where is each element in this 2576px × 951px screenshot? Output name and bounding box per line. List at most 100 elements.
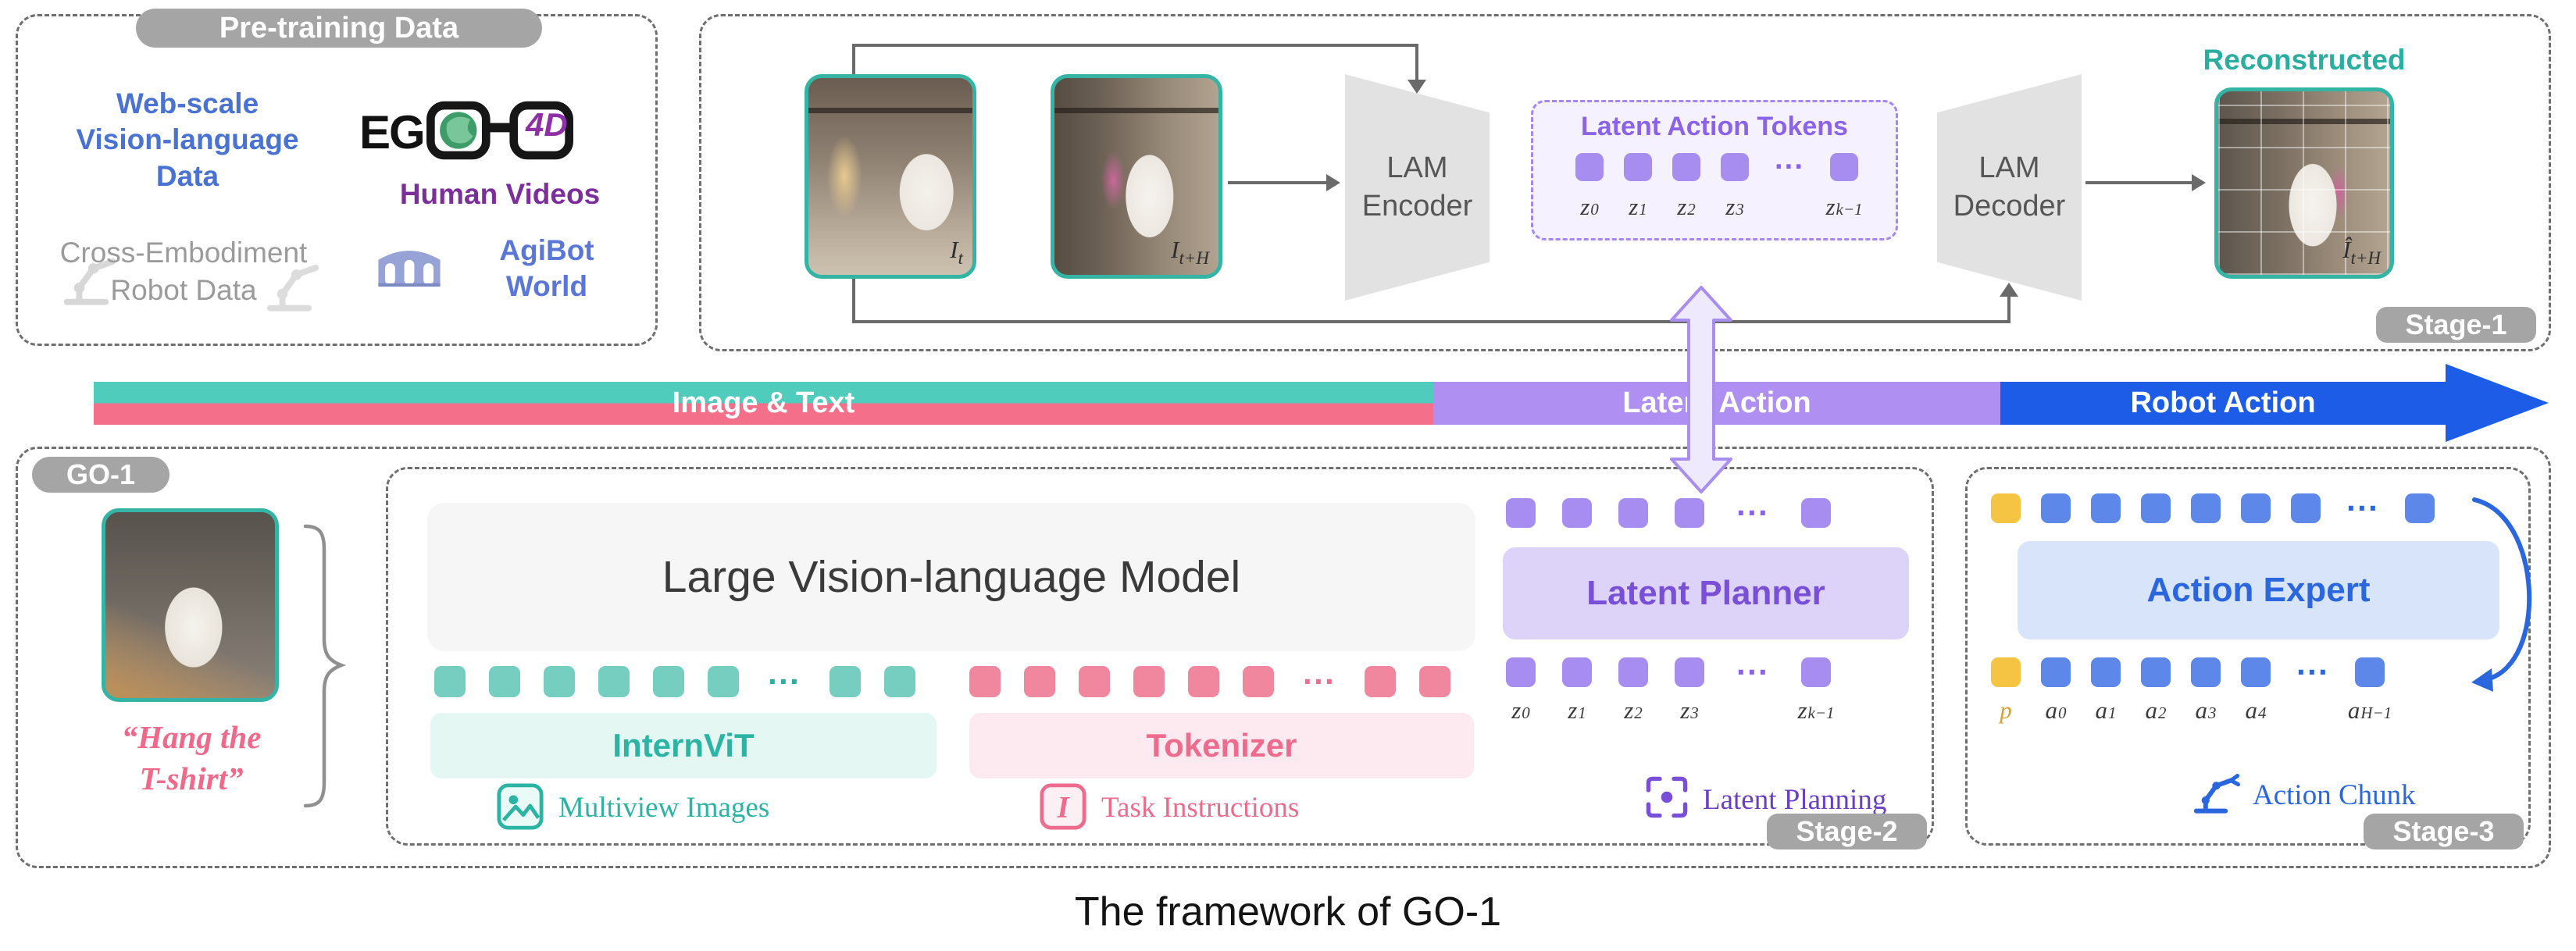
token-square	[2141, 657, 2171, 687]
action-expert-label: Action Expert	[2146, 571, 2371, 609]
token-square	[1672, 153, 1700, 181]
token-square	[2355, 657, 2385, 687]
connector-line	[2085, 181, 2195, 184]
band-image-text-label: Image & Text	[672, 386, 855, 419]
action-chunk-icon	[2193, 774, 2240, 814]
token-square	[1188, 666, 1219, 697]
go1-box: GO-1	[16, 447, 2551, 868]
arrow-frames-to-encoder	[1326, 174, 1340, 191]
ellipsis: ···	[1303, 663, 1336, 700]
ellipsis: ···	[2346, 490, 2379, 526]
connector-line	[1415, 44, 1418, 81]
cross-embodiment-label: Cross-Embodiment Robot Data	[59, 237, 308, 307]
latent-planning-label: Latent Planning	[1703, 784, 1887, 816]
tokenizer-label: Tokenizer	[1146, 727, 1297, 764]
connector-line	[852, 44, 855, 76]
ego4d-text-prefix: EG	[359, 106, 426, 158]
reconstructed-frame-image: Ît+H	[2214, 87, 2394, 279]
stage2-box: Stage-2	[386, 467, 1934, 849]
token-square	[2141, 493, 2171, 523]
go1-badge: GO-1	[32, 457, 169, 493]
task-instructions-icon: I	[1040, 783, 1086, 830]
figure-caption: The framework of GO-1	[1074, 889, 1502, 935]
token-square	[708, 666, 739, 697]
input-brace	[303, 524, 347, 808]
token-square	[1618, 657, 1648, 687]
band-robot-action: Robot Action	[2000, 382, 2446, 425]
latent-action-tokens-title: Latent Action Tokens	[1581, 112, 1848, 141]
pretraining-badge: Pre-training Data	[136, 9, 542, 48]
action-chunk-label: Action Chunk	[2253, 779, 2416, 811]
frame-image-t: It	[805, 74, 976, 279]
token-square	[1024, 666, 1055, 697]
pretraining-data-box: Pre-training Data	[16, 9, 658, 346]
ellipsis: ···	[768, 663, 801, 700]
band-robot-action-label: Robot Action	[2130, 386, 2316, 419]
planner-output-token-row: ···	[1506, 656, 1831, 689]
lam-decoder: LAM Decoder	[1937, 74, 2082, 301]
action-expert-box: Action Expert	[2018, 541, 2499, 639]
task-instruction-quote: “Hang the T-shirt”	[121, 719, 262, 797]
token-square	[2041, 493, 2071, 523]
token-square	[1801, 657, 1831, 687]
band-arrowhead	[2446, 364, 2549, 442]
input-frame-image	[102, 508, 279, 702]
internvit-label: InternViT	[612, 727, 755, 764]
connector-line	[1228, 181, 1329, 184]
multiview-images-label: Multiview Images	[558, 792, 770, 824]
tokenizer-box: Tokenizer	[969, 713, 1474, 778]
token-square	[1801, 498, 1831, 528]
token-square	[1243, 666, 1274, 697]
ellipsis: ···	[1775, 151, 1804, 183]
token-square	[2291, 493, 2321, 523]
token-square	[2091, 493, 2121, 523]
token-square	[1079, 666, 1110, 697]
band-latent-action-label: Latent Action	[1622, 386, 1811, 419]
arrow-decoder-to-reconstruction	[2192, 174, 2206, 191]
ego4d-logo: EG 4D	[359, 100, 574, 165]
connector-line	[852, 279, 855, 323]
token-square	[434, 666, 466, 697]
robot-arm-icon	[63, 258, 116, 305]
latent-token-row: ···	[1575, 152, 1858, 182]
connector-line	[852, 44, 1417, 47]
latent-planning-icon	[1646, 776, 1688, 818]
token-square	[598, 666, 630, 697]
token-square	[2191, 657, 2221, 687]
stage2-badge: Stage-2	[1767, 814, 1927, 849]
token-square	[1133, 666, 1165, 697]
token-square	[1624, 153, 1652, 181]
proprio-token-square	[1991, 657, 2021, 687]
token-square	[2241, 493, 2271, 523]
token-square	[544, 666, 575, 697]
latent-planner-label: Latent Planner	[1586, 574, 1825, 612]
svg-text:I: I	[1056, 791, 1070, 825]
token-square	[2091, 657, 2121, 687]
proprio-token-square	[1991, 493, 2021, 523]
arrow-into-encoder	[1408, 80, 1426, 94]
ego4d-glasses-icon: 4D	[426, 100, 574, 165]
planner-input-token-row: ···	[1506, 497, 1831, 529]
connector-line	[852, 320, 2010, 323]
stage1-box: Stage-1	[699, 14, 2551, 351]
ellipsis: ···	[1736, 494, 1769, 531]
token-square	[1506, 657, 1536, 687]
text-token-row: ···	[969, 665, 1450, 698]
internvit-box: InternViT	[430, 713, 937, 778]
action-output-token-row: ···	[1991, 656, 2385, 689]
vlm-box: Large Vision-language Model	[427, 503, 1475, 651]
token-square	[1562, 498, 1592, 528]
multiview-images-icon	[497, 783, 544, 830]
token-square	[884, 666, 915, 697]
agibot-colosseum-icon	[378, 251, 441, 287]
token-square	[969, 666, 1001, 697]
ego4d-text-suffix: 4D	[526, 106, 568, 143]
reconstructed-title: Reconstructed	[2203, 44, 2406, 76]
token-square	[2241, 657, 2271, 687]
token-square	[1675, 498, 1704, 528]
token-square	[1830, 153, 1858, 181]
webscale-data-label: Web-scale Vision-language Data	[76, 87, 299, 192]
